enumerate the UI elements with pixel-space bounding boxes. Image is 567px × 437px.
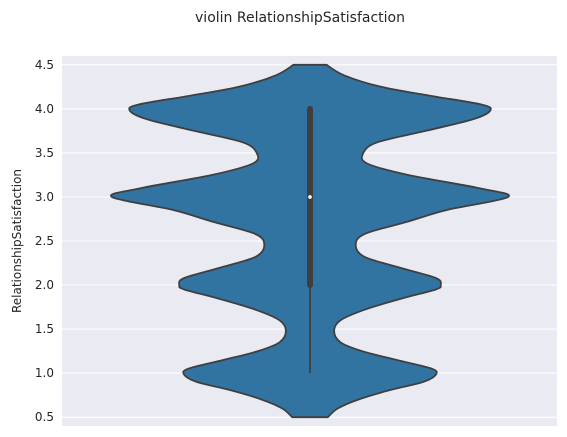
y-tick-label: 3.5 bbox=[35, 146, 54, 160]
y-tick-label: 4.0 bbox=[35, 102, 54, 116]
inner-box-group bbox=[307, 105, 313, 374]
chart-title: violin RelationshipSatisfaction bbox=[195, 10, 405, 26]
y-tick-label: 2.5 bbox=[35, 234, 54, 248]
y-tick-label: 1.5 bbox=[35, 322, 54, 336]
y-axis-label: RelationshipSatisfaction bbox=[10, 169, 24, 313]
y-tick-label: 0.5 bbox=[35, 410, 54, 424]
y-tick-label: 1.0 bbox=[35, 366, 54, 380]
y-tick-label: 2.0 bbox=[35, 278, 54, 292]
median-dot bbox=[308, 195, 312, 199]
y-tick-label: 3.0 bbox=[35, 190, 54, 204]
y-tick-label: 4.5 bbox=[35, 58, 54, 72]
y-tick-labels: 0.5 1.0 1.5 2.0 2.5 3.0 3.5 4.0 4.5 bbox=[35, 58, 54, 424]
